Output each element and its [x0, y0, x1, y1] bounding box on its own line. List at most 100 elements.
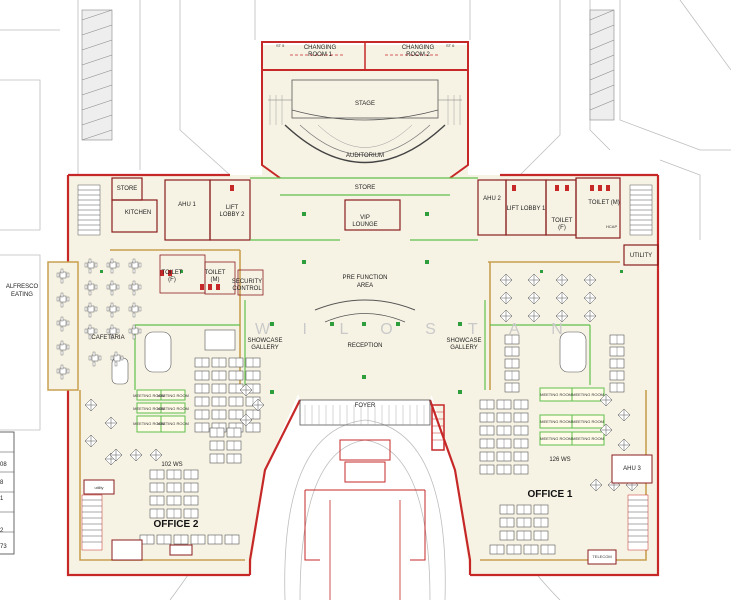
workstation-pod — [499, 309, 513, 323]
workstation-desk — [194, 370, 210, 381]
workstation-desk — [499, 530, 515, 541]
label-utility-right: UTILITY — [630, 253, 652, 259]
workstation-desk — [245, 357, 261, 368]
label-meeting-room: MEETING ROOM — [572, 392, 604, 397]
workstation-desk — [496, 451, 512, 462]
workstation-pod — [617, 408, 631, 422]
workstation-pod — [499, 273, 513, 287]
workstation-desk — [504, 382, 520, 393]
workstation-pod — [527, 291, 541, 305]
label-meeting-room: MEETING ROOM — [133, 393, 165, 398]
label-meeting-room: MEETING ROOM — [157, 406, 189, 411]
label-st5: ST 5 — [276, 43, 285, 48]
legend-cell: 73 — [0, 544, 7, 550]
cafe-table — [84, 302, 98, 318]
workstation-desk — [504, 346, 520, 357]
label-cafetaria: CAFETARIA — [91, 335, 124, 341]
workstation-desk — [533, 517, 549, 528]
workstation-desk — [194, 409, 210, 420]
workstation-desk — [533, 504, 549, 515]
workstation-desk — [609, 334, 625, 345]
label-utility-left: utility — [94, 485, 103, 490]
cafe-table — [84, 280, 98, 296]
label-toilet-m-right: TOILET (M) — [588, 200, 619, 206]
column-markers — [100, 212, 623, 394]
cafe-table — [56, 268, 70, 284]
label-meeting-room: MEETING ROOM — [157, 393, 189, 398]
cafeteria-tables — [56, 258, 142, 380]
workstation-desk — [228, 409, 244, 420]
workstation-desk — [609, 346, 625, 357]
workstation-desk — [209, 453, 225, 464]
workstation-desk — [228, 383, 244, 394]
service-block — [111, 177, 659, 266]
cafe-table — [56, 340, 70, 356]
meeting-rooms-left — [136, 389, 186, 433]
workstation-pod — [109, 448, 123, 462]
label-meeting-room: MEETING ROOM — [540, 436, 572, 441]
workstation-desk — [228, 357, 244, 368]
workstation-desk — [194, 422, 210, 433]
label-reception: RECEPTION — [347, 343, 382, 349]
workstation-pod — [527, 273, 541, 287]
workstation-desk — [228, 370, 244, 381]
label-lift-lobby-1: LIFT LOBBY 1 — [507, 206, 546, 212]
lift-cores — [159, 254, 264, 296]
workstation-desk — [183, 482, 199, 493]
workstation-pod — [499, 291, 513, 305]
label-ahu1: AHU 1 — [178, 202, 196, 208]
workstation-desk — [489, 544, 505, 555]
label-meeting-room: MEETING ROOM — [540, 392, 572, 397]
cafe-table — [88, 351, 102, 367]
workstation-desk — [504, 334, 520, 345]
workstation-desk — [194, 396, 210, 407]
workstation-desk — [166, 508, 182, 519]
workstation-desk — [156, 534, 172, 545]
workstation-pod — [589, 478, 603, 492]
watermark: W I L O S T A N — [255, 321, 577, 338]
reception-zone — [299, 299, 445, 600]
workstation-desk — [211, 357, 227, 368]
workstation-desk — [166, 482, 182, 493]
workstation-desk — [506, 544, 522, 555]
workstation-desk — [513, 464, 529, 475]
cafe-table — [106, 258, 120, 274]
cafe-table — [56, 292, 70, 308]
workstation-desk — [226, 453, 242, 464]
workstation-pod — [149, 448, 163, 462]
workstation-pod — [527, 309, 541, 323]
cafe-table — [128, 324, 142, 340]
label-ws-102: 102 WS — [161, 462, 182, 468]
workstation-pod — [583, 273, 597, 287]
workstation-desk — [173, 534, 189, 545]
label-toilet-f-right: TOILET(F) — [552, 218, 573, 231]
workstation-desk — [245, 422, 261, 433]
workstations — [84, 273, 639, 555]
label-meeting-room: MEETING ROOM — [572, 436, 604, 441]
toilet-fixtures — [160, 185, 610, 290]
legend-cell: 08 — [0, 462, 7, 468]
workstation-desk — [523, 544, 539, 555]
label-auditorium: AUDITORIUM — [346, 153, 384, 159]
workstation-desk — [149, 482, 165, 493]
cafe-table — [106, 324, 120, 340]
workstation-pod — [599, 423, 613, 437]
workstation-desk — [496, 438, 512, 449]
workstation-desk — [496, 464, 512, 475]
site-stairs — [81, 9, 615, 141]
cafe-table — [56, 364, 70, 380]
workstation-pod — [129, 448, 143, 462]
workstation-pod — [555, 309, 569, 323]
workstation-desk — [194, 357, 210, 368]
legend-cell: 1 — [0, 496, 4, 502]
workstation-desk — [479, 451, 495, 462]
top-wing — [261, 41, 469, 179]
workstation-desk — [504, 370, 520, 381]
cafe-table — [128, 258, 142, 274]
cafe-table — [106, 280, 120, 296]
workstation-desk — [183, 469, 199, 480]
